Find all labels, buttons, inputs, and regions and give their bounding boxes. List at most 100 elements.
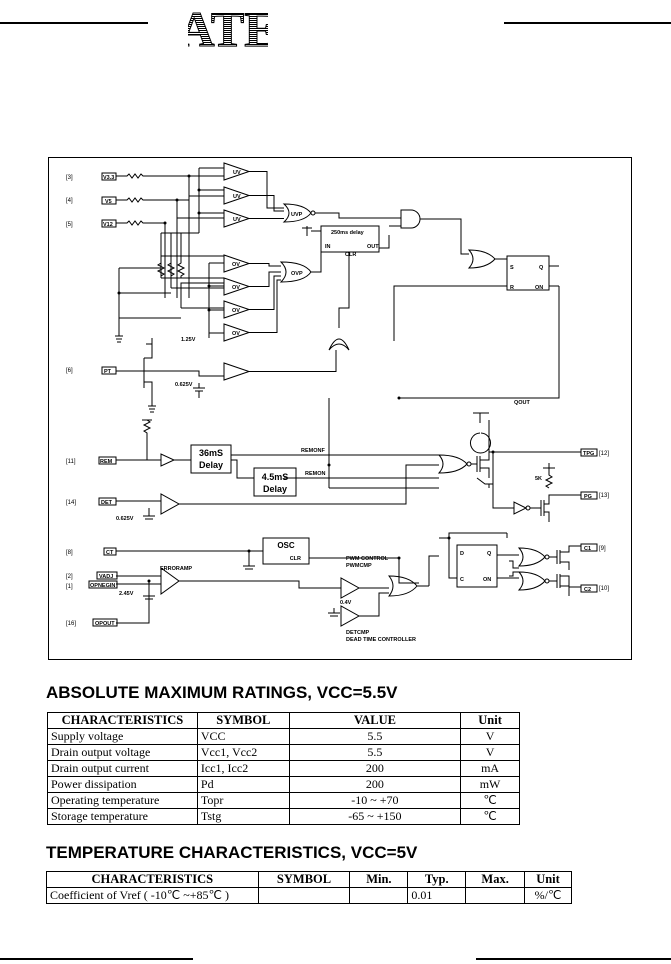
temp-header-max: Max. [465, 871, 526, 888]
signal-ct: CT [106, 550, 114, 556]
v125-label: 1.25V [181, 337, 196, 343]
signal-opout: OPOUT [95, 621, 115, 627]
temp-char-header-row: CHARACTERISTICS SYMBOL Min. Typ. Max. Un… [46, 871, 572, 888]
abs-max-header-char: CHARACTERISTICS [47, 712, 198, 729]
temp-header-min: Min. [349, 871, 409, 888]
pin-6: [6] [66, 368, 73, 374]
pin-1: [1] [66, 584, 73, 590]
signal-det: DET [101, 500, 113, 506]
remonf-label: REMONF [301, 448, 325, 454]
cell-char: Drain output voltage [47, 744, 198, 761]
delay-clr-label: CLR [345, 252, 356, 258]
signal-c1: C1 [584, 546, 591, 552]
ov3-label: OV [232, 308, 240, 314]
abs-max-header-row: CHARACTERISTICS SYMBOL VALUE Unit [47, 712, 520, 729]
pwm-control-label: PWM CONTROL [346, 556, 389, 562]
cell-unit: ℃ [460, 792, 520, 809]
table-row: Supply voltage VCC 5.5 V [47, 728, 520, 745]
osc-label: OSC [277, 541, 295, 550]
remon-label: REMON [305, 471, 326, 477]
table-row: Coefficient of Vref ( -10℃ ~+85℃ ) 0.01 … [46, 887, 572, 904]
ov2-label: OV [232, 285, 240, 291]
d45-line1: 4.5mS [262, 472, 289, 482]
pin-8: [8] [66, 550, 73, 556]
sr-r-label: R [510, 285, 514, 291]
delay-in-label: IN [325, 244, 331, 250]
company-logo: ATE [188, 2, 268, 52]
pin-3: [3] [66, 175, 73, 181]
cell-symbol: Topr [196, 792, 290, 809]
table-row: Drain output current Icc1, Icc2 200 mA [47, 760, 520, 777]
pin-14: [14] [66, 500, 76, 506]
cell-value: 5.5 [288, 728, 462, 745]
pin-13: [13] [599, 493, 609, 499]
cell-value: -65 ~ +150 [288, 808, 462, 825]
qout-label: QOUT [514, 400, 531, 406]
signal-opnegin: OPNEGIN [90, 583, 115, 589]
temp-header-unit: Unit [524, 871, 572, 888]
signal-pg: PG [584, 494, 592, 500]
uvp-label: UVP [291, 212, 303, 218]
table-row: Operating temperature Topr -10 ~ +70 ℃ [47, 792, 520, 809]
signal-c2: C2 [584, 587, 591, 593]
cell-typ: 0.01 [407, 887, 467, 904]
footer-rule-right [476, 958, 671, 960]
ff-on-label: ON [483, 577, 491, 583]
block-diagram: [3] [4] [5] [6] [11] [14] [8] [2] [1] [1… [48, 157, 632, 660]
uv3-label: UV [233, 217, 241, 223]
signal-vadj: VADJ [99, 574, 113, 580]
ov4-label: OV [232, 331, 240, 337]
delay250-label: 250ms delay [331, 230, 365, 236]
abs-max-heading: ABSOLUTE MAXIMUM RATINGS, VCC=5.5V [46, 683, 398, 702]
d45-line2: Delay [263, 484, 287, 494]
d36-line2: Delay [199, 460, 223, 470]
ovp-label: OVP [291, 271, 303, 277]
cell-char: Supply voltage [47, 728, 198, 745]
uv2-label: UV [233, 194, 241, 200]
sr-on-label: ON [535, 285, 543, 291]
cell-value: 200 [288, 776, 462, 793]
cell-symbol: Pd [196, 776, 290, 793]
pin-5: [5] [66, 222, 73, 228]
ff-d-label: D [460, 551, 464, 557]
signal-pt: PT [104, 369, 112, 375]
sr-s-label: S [510, 265, 514, 271]
pin-2: [2] [66, 574, 73, 580]
cell-min [349, 887, 409, 904]
block-diagram-svg: [3] [4] [5] [6] [11] [14] [8] [2] [1] [1… [66, 162, 609, 643]
erroramp-label: ERRORAMP [160, 566, 192, 572]
detcmp-label: DETCMP [346, 630, 370, 636]
table-row: Power dissipation Pd 200 mW [47, 776, 520, 793]
osc-clr-label: CLR [290, 556, 301, 562]
table-row: Drain output voltage Vcc1, Vcc2 5.5 V [47, 744, 520, 761]
temp-header-char: CHARACTERISTICS [46, 871, 259, 888]
ov1-label: OV [232, 262, 240, 268]
temp-header-symbol: SYMBOL [257, 871, 351, 888]
sr-q-label: Q [539, 265, 544, 271]
cell-char: Storage temperature [47, 808, 198, 825]
k5-label: 5K [535, 476, 542, 482]
cell-char: Power dissipation [47, 776, 198, 793]
cell-unit: ℃ [460, 808, 520, 825]
pin-12: [12] [599, 451, 609, 457]
cell-symbol: Tstg [196, 808, 290, 825]
signal-v33: V3.3 [103, 175, 114, 181]
cell-max [465, 887, 526, 904]
cell-symbol [257, 887, 351, 904]
temp-char-table: CHARACTERISTICS SYMBOL Min. Typ. Max. Un… [46, 871, 572, 904]
cell-char: Drain output current [47, 760, 198, 777]
header-rule-left [0, 22, 148, 24]
signal-v12: V12 [103, 222, 113, 228]
v0625a-label: 0.625V [175, 382, 193, 388]
pin-9: [9] [599, 546, 606, 552]
abs-max-header-value: VALUE [288, 712, 462, 729]
cell-unit: V [460, 744, 520, 761]
dead-time-label: DEAD TIME CONTROLLER [346, 637, 416, 643]
signal-v5: V5 [105, 199, 112, 205]
cell-unit: mA [460, 760, 520, 777]
abs-max-table: CHARACTERISTICS SYMBOL VALUE Unit Supply… [47, 712, 520, 825]
cell-value: 200 [288, 760, 462, 777]
pin-16: [16] [66, 621, 76, 627]
footer-rule-left [0, 958, 193, 960]
cell-char: Operating temperature [47, 792, 198, 809]
